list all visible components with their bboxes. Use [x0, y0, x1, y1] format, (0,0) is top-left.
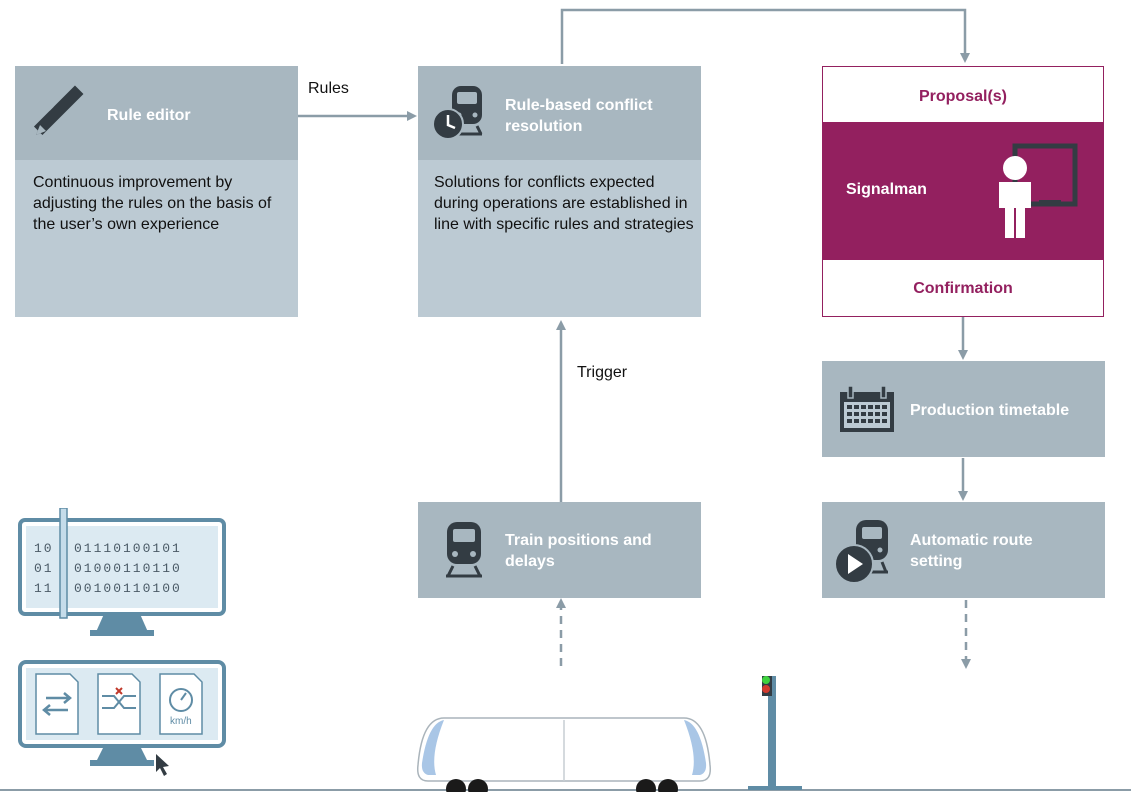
- proposal-arrow: [560, 8, 970, 64]
- rule-editor-description: Continuous improvement by adjusting the …: [33, 174, 272, 233]
- conflict-resolution-description: Solutions for conflicts expected during …: [434, 174, 694, 233]
- proposals-label: Proposal(s): [918, 88, 1007, 105]
- rules-label: Rules: [308, 80, 349, 97]
- automatic-route-title: Automatic route setting: [910, 532, 1033, 570]
- documents-monitor-icon: km/h: [18, 660, 228, 782]
- speed-unit-label: km/h: [170, 716, 192, 727]
- trigger-label: Trigger: [577, 364, 628, 381]
- production-timetable-title: Production timetable: [910, 402, 1070, 419]
- conflict-resolution-body: [418, 160, 701, 317]
- train-positions-title: Train positions and delays: [505, 532, 652, 570]
- calendar-icon: [838, 386, 896, 434]
- binary-row-data: 00100110100: [74, 581, 182, 596]
- binary-row-data: 01110100101: [74, 541, 182, 556]
- binary-monitor-icon: 10 01 11 01110100101 01000110110 0010011…: [18, 508, 228, 638]
- train-icon: [444, 520, 484, 582]
- train-play-icon: [832, 516, 898, 586]
- ground-line: [0, 789, 1131, 791]
- person-monitor-icon: [995, 142, 1079, 242]
- railway-signal-icon: [748, 670, 804, 792]
- rule-editor-body: [15, 160, 298, 317]
- confirmation-label: Confirmation: [913, 280, 1013, 297]
- conflict-resolution-title: Rule-based conflict resolution: [505, 97, 653, 135]
- train-side-icon: [414, 715, 714, 792]
- binary-row-data: 01000110110: [74, 561, 182, 576]
- train-clock-icon: [430, 82, 494, 144]
- binary-row-label: 01: [34, 561, 54, 576]
- ruler-pencil-icon: [30, 83, 86, 139]
- signalman-label: Signalman: [846, 181, 927, 198]
- binary-row-label: 10: [34, 541, 54, 556]
- binary-row-label: 11: [34, 581, 54, 596]
- rule-editor-title: Rule editor: [107, 107, 191, 124]
